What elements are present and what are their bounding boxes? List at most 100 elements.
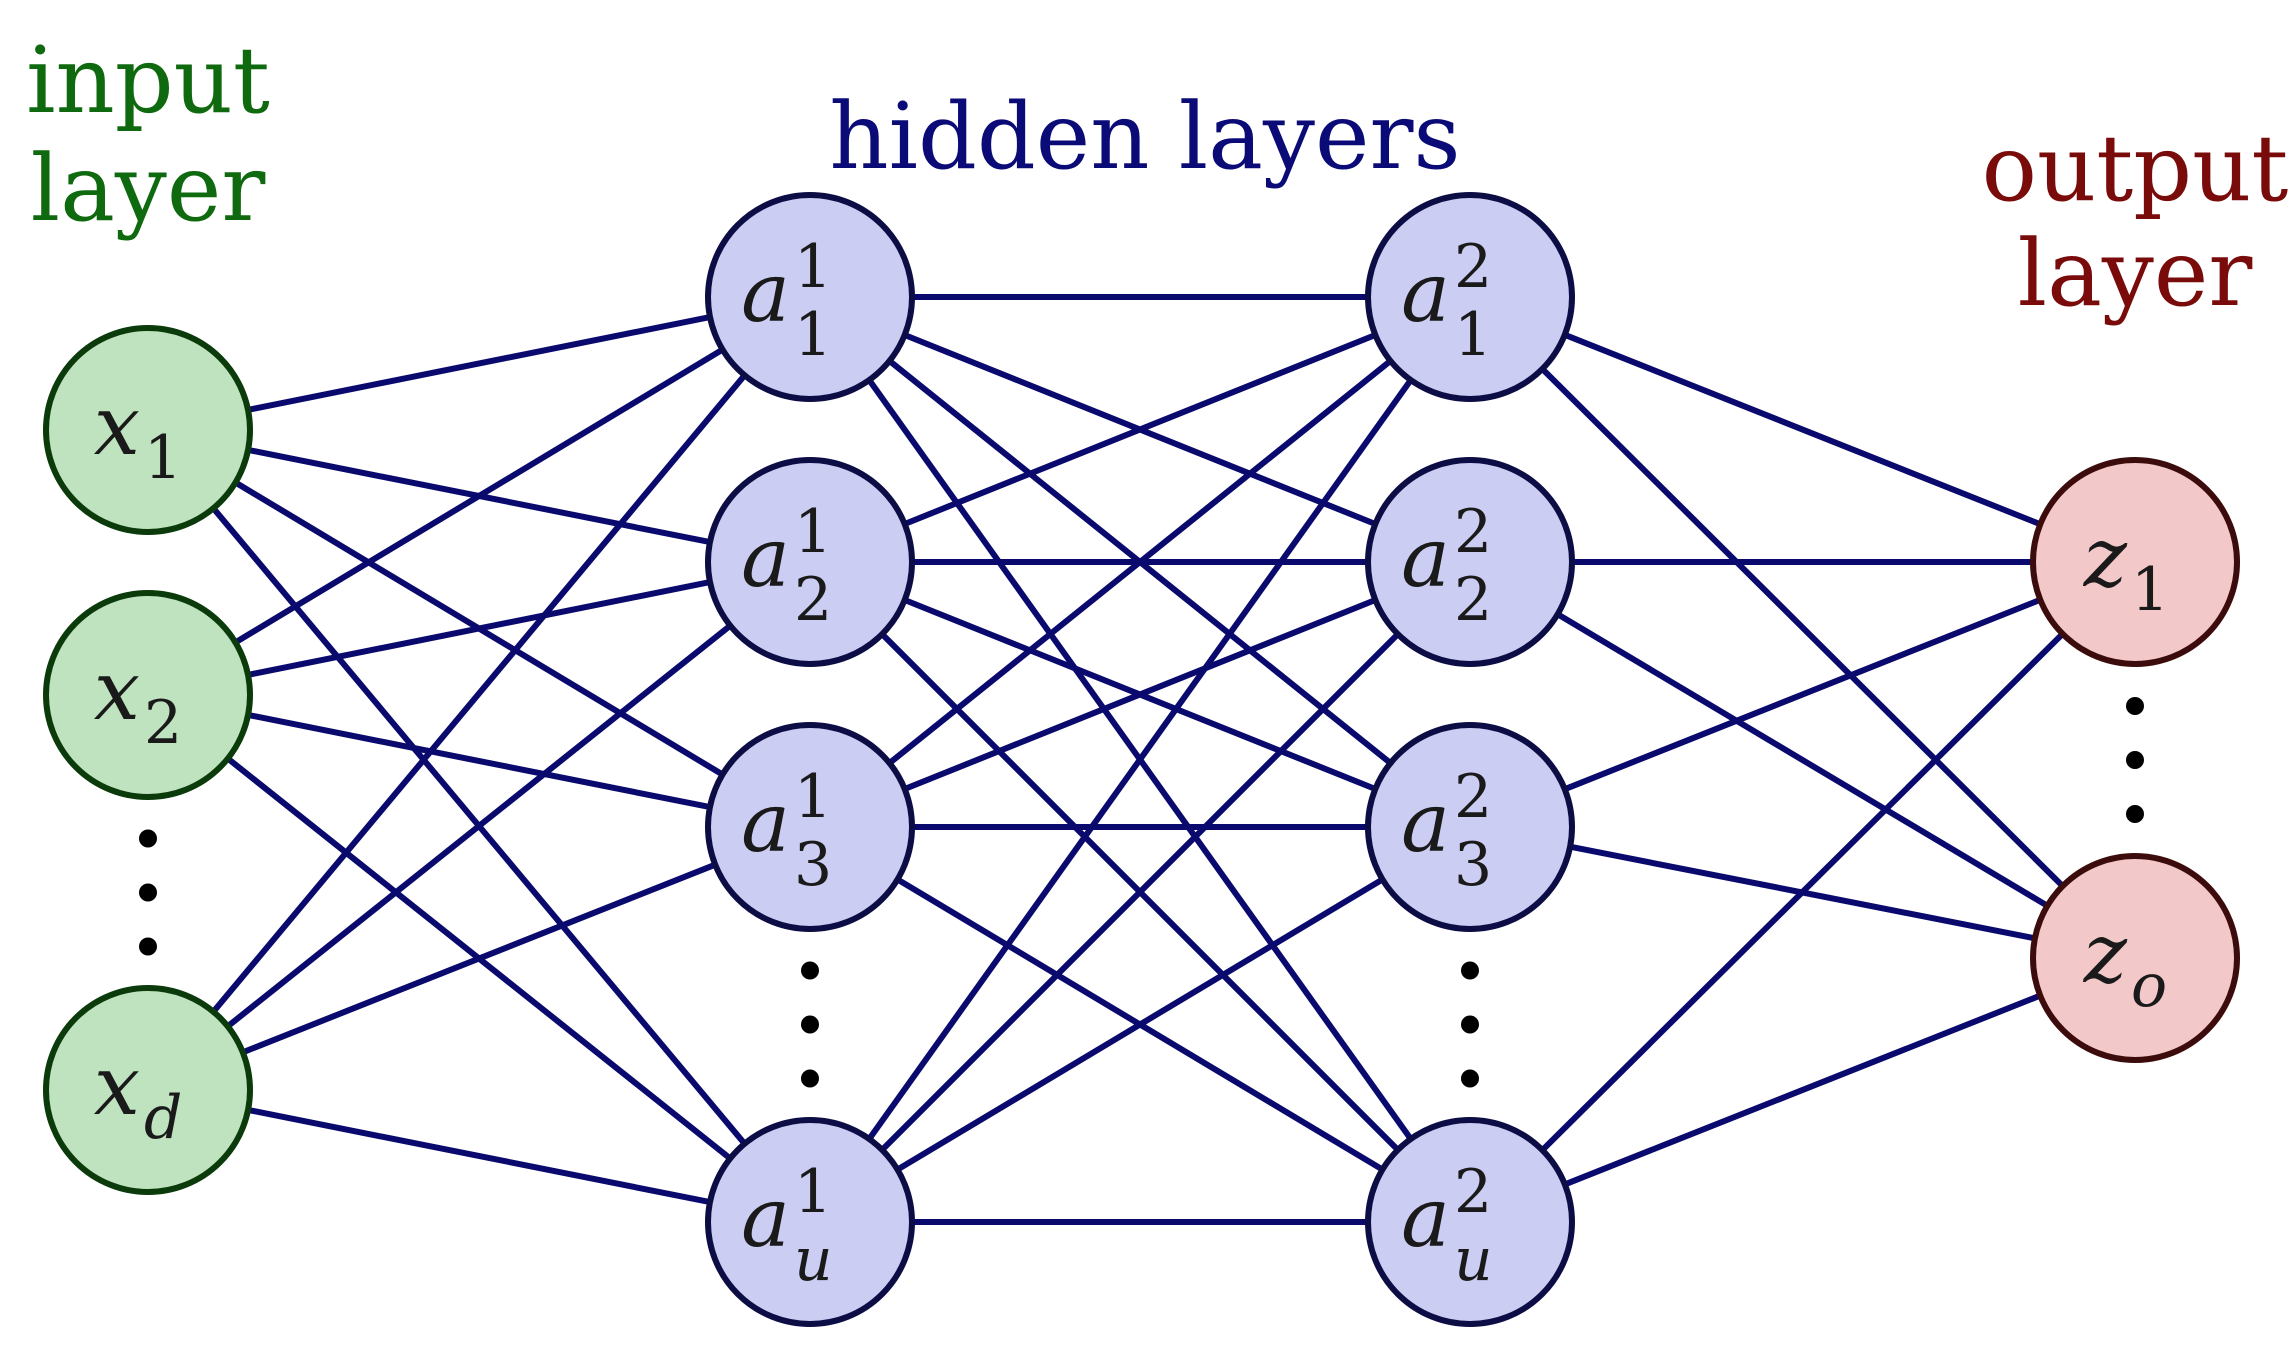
- edge-a22-zo: [1556, 611, 2049, 909]
- connections: [211, 294, 2065, 1225]
- node-variable: x: [94, 1039, 140, 1134]
- node-variable: a: [1401, 246, 1450, 341]
- edge-a13-a22: [903, 597, 1377, 792]
- edge-x2-a13: [247, 711, 711, 811]
- edge-a23-z1: [1563, 597, 2042, 792]
- node-superscript: 1: [794, 497, 832, 567]
- node-subscript: u: [794, 1225, 833, 1295]
- ellipsis-dot: [801, 1015, 819, 1034]
- ellipsis-dot: [2126, 697, 2144, 715]
- edge-xd-a12: [225, 623, 733, 1029]
- node-variable: a: [741, 511, 790, 606]
- node-circle: [705, 192, 915, 402]
- ellipsis-dot: [2126, 805, 2144, 823]
- ellipsis-dot: [139, 937, 157, 956]
- edge-a1u-a22: [879, 631, 1401, 1153]
- node-circle: [43, 590, 253, 800]
- edge-x2-a11: [233, 347, 725, 645]
- node-subscript: u: [1454, 1225, 1493, 1295]
- node-superscript: 1: [794, 232, 832, 302]
- input-layer-title-line1: input: [26, 27, 270, 134]
- node-subscript: d: [144, 1083, 182, 1153]
- layer-titles: input layer hidden layers output layer: [26, 27, 2288, 327]
- node-variable: a: [741, 246, 790, 341]
- node-superscript: 1: [794, 762, 832, 832]
- node-circle: [2030, 853, 2240, 1063]
- ellipsis-dot: [2126, 751, 2144, 769]
- output-layer-title-line1: output: [1982, 115, 2289, 222]
- node-subscript: 1: [1454, 300, 1492, 370]
- edge-x1-a11: [247, 314, 711, 413]
- node-circle: [705, 722, 915, 932]
- node-subscript: 3: [794, 830, 832, 900]
- ellipsis-dot: [1461, 961, 1479, 980]
- node-superscript: 2: [1454, 232, 1492, 302]
- edge-xd-a13: [241, 861, 717, 1056]
- ellipsis-input: [139, 829, 157, 956]
- output-layer-title-line2: layer: [2018, 220, 2253, 327]
- node-variable: z: [2083, 511, 2128, 606]
- edge-a12-a21: [903, 332, 1377, 527]
- node-circle: [705, 1117, 915, 1327]
- node-variable: a: [1401, 1171, 1450, 1266]
- node-variable: a: [741, 1171, 790, 1266]
- input-layer-title-line2: layer: [31, 135, 266, 242]
- edge-a21-zo: [1540, 366, 2065, 889]
- edge-a2u-zo: [1563, 992, 2042, 1188]
- node-circle: [1365, 1117, 1575, 1327]
- edge-a21-z1: [1563, 332, 2042, 527]
- node-subscript: 2: [794, 565, 832, 635]
- node-circle: [1365, 457, 1575, 667]
- ellipsis-dot: [801, 1069, 819, 1088]
- node-variable: a: [1401, 511, 1450, 606]
- ellipsis-hidden2: [1461, 961, 1479, 1088]
- edge-xd-a1u: [247, 1106, 711, 1206]
- ellipsis-dot: [1461, 1015, 1479, 1034]
- node-circle: [705, 457, 915, 667]
- node-subscript: 2: [144, 688, 182, 758]
- node-subscript: 1: [2131, 555, 2169, 625]
- node-subscript: 3: [1454, 830, 1492, 900]
- ellipsis-dot: [801, 961, 819, 980]
- node-circle: [43, 985, 253, 1195]
- node-superscript: 2: [1454, 1157, 1492, 1227]
- node-variable: a: [741, 776, 790, 871]
- node-subscript: 1: [794, 300, 832, 370]
- edge-a1u-a23: [895, 876, 1385, 1173]
- ellipsis-hidden1: [801, 961, 819, 1088]
- node-subscript: 2: [1454, 565, 1492, 635]
- node-superscript: 1: [794, 1157, 832, 1227]
- node-superscript: 2: [1454, 762, 1492, 832]
- edge-a1u-a21: [866, 378, 1414, 1141]
- edge-xd-a11: [211, 373, 747, 1014]
- ellipses: [139, 697, 2144, 1088]
- node-variable: x: [94, 644, 140, 739]
- node-circle: [1365, 192, 1575, 402]
- hidden-layers-title: hidden layers: [829, 83, 1460, 190]
- edge-x2-a12: [247, 579, 711, 678]
- ellipsis-output: [2126, 697, 2144, 823]
- node-circle: [1365, 722, 1575, 932]
- node-variable: a: [1401, 776, 1450, 871]
- node-variable: z: [2083, 907, 2128, 1002]
- node-variable: x: [94, 379, 140, 474]
- ellipsis-dot: [1461, 1069, 1479, 1088]
- edge-a2u-z1: [1540, 631, 2065, 1153]
- node-circle: [2030, 457, 2240, 667]
- ellipsis-dot: [139, 829, 157, 848]
- edge-a13-a21: [887, 358, 1393, 766]
